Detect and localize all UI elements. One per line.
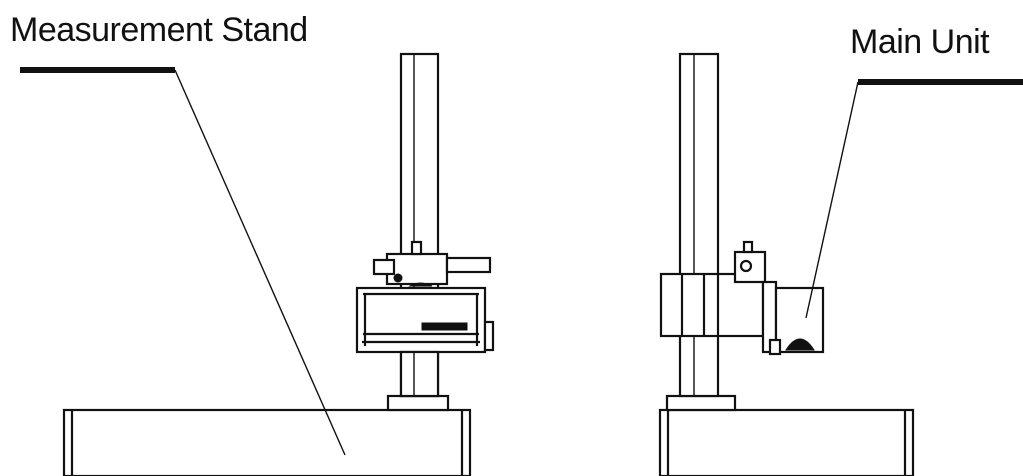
lower-column xyxy=(399,350,440,398)
side-view xyxy=(658,52,1023,476)
side-stand-column xyxy=(678,52,720,398)
side-stand-base xyxy=(658,408,915,476)
carriage xyxy=(372,240,492,287)
main-unit-leader xyxy=(805,79,1023,319)
side-column-foot xyxy=(665,394,737,412)
front-main-unit xyxy=(355,286,495,354)
main-unit-label: Main Unit xyxy=(850,23,990,61)
stand-base xyxy=(62,408,472,476)
side-carriage xyxy=(659,240,767,338)
measurement-stand-leader xyxy=(20,67,346,456)
column-foot xyxy=(386,394,450,412)
measurement-stand-label: Measurement Stand xyxy=(10,11,308,49)
side-main-unit xyxy=(761,280,825,356)
front-view xyxy=(20,52,495,476)
